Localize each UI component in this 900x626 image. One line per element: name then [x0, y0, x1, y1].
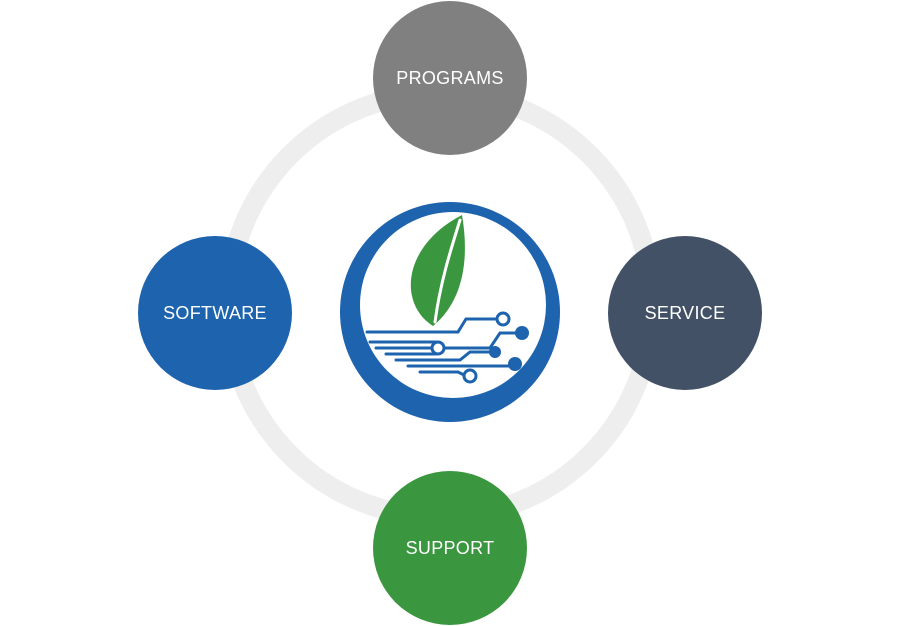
service-node[interactable]: SERVICE: [608, 236, 762, 390]
logo-leaf: [410, 215, 465, 326]
leaf-circuit-logo-icon: [340, 202, 560, 422]
service-label: SERVICE: [644, 302, 726, 323]
logo-circuit: [365, 317, 524, 378]
support-label: SUPPORT: [405, 537, 495, 558]
logo-circuit-nodes: [430, 311, 529, 384]
logo-leaf-vein: [433, 218, 462, 324]
programs-node[interactable]: PROGRAMS: [373, 1, 527, 155]
software-node[interactable]: SOFTWARE: [138, 236, 292, 390]
programs-label: PROGRAMS: [396, 67, 504, 88]
software-label: SOFTWARE: [163, 302, 267, 323]
support-node[interactable]: SUPPORT: [373, 471, 527, 625]
